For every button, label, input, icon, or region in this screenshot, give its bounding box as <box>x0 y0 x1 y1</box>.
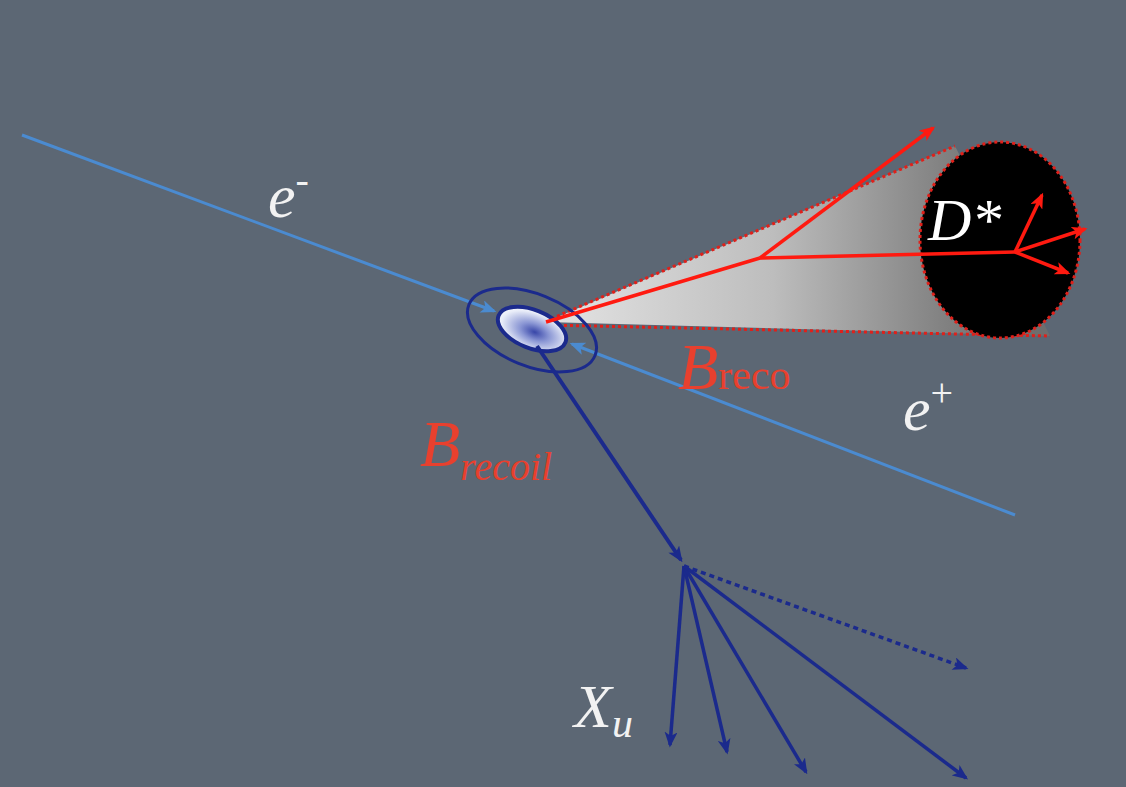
positron-beam <box>572 344 1015 515</box>
reco-track <box>1015 229 1085 252</box>
decay-track <box>684 566 966 778</box>
node-text-holder: D* <box>928 190 1001 250</box>
electron-beam <box>22 135 494 311</box>
interaction-region <box>455 271 608 389</box>
reco-track <box>546 258 760 322</box>
decay-ellipse: D* <box>918 140 1082 340</box>
cone-edge <box>546 146 955 321</box>
decay-track <box>670 566 684 745</box>
recoil-track <box>537 346 681 560</box>
reco-track <box>1015 252 1068 273</box>
decay-track <box>684 566 806 772</box>
reco-track <box>760 252 1015 258</box>
reco-track-group <box>546 128 1085 322</box>
collision-spot <box>492 298 573 360</box>
particle-label: Xu <box>574 675 633 737</box>
particle-label: D* <box>928 190 1001 250</box>
particle-label: e+ <box>903 378 953 440</box>
particle-label: Breco <box>678 334 791 400</box>
particle-label: Brecoil <box>420 411 552 477</box>
particle-label: e- <box>268 165 309 227</box>
reco-track <box>760 128 933 258</box>
neutrino-track <box>684 566 966 668</box>
